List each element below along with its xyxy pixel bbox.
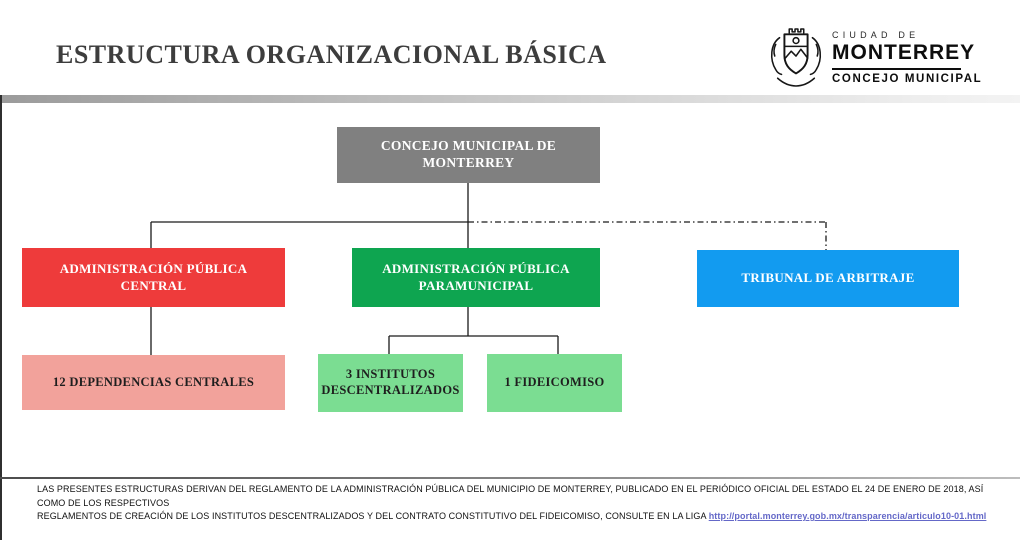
org-node-label: TRIBUNAL DE ARBITRAJE: [741, 270, 915, 286]
logo-divider-line: [832, 68, 961, 70]
org-node-institutos-descentralizados: 3 INSTITUTOS DESCENTRALIZADOS: [318, 354, 463, 412]
org-node-fideicomiso: 1 FIDEICOMISO: [487, 354, 622, 412]
org-node-label: 1 FIDEICOMISO: [504, 375, 605, 390]
org-node-label: 3 INSTITUTOS DESCENTRALIZADOS: [321, 367, 460, 397]
left-border-line: [0, 95, 2, 540]
org-node-administracion-publica-central: ADMINISTRACIÓN PÚBLICA CENTRAL: [22, 248, 285, 307]
footer-divider-line: [0, 477, 1020, 479]
header-divider-bar: [0, 95, 1020, 103]
logo-city-name: MONTERREY: [832, 41, 976, 64]
org-node-label: ADMINISTRACIÓN PÚBLICA CENTRAL: [59, 261, 248, 293]
footer-line-1: LAS PRESENTES ESTRUCTURAS DERIVAN DEL RE…: [37, 484, 984, 508]
logo-city-label: CIUDAD DE: [832, 30, 920, 40]
logo-text: CIUDAD DE MONTERREY CONCEJO MUNICIPAL: [832, 22, 982, 85]
org-node-label: ADMINISTRACIÓN PÚBLICA PARAMUNICIPAL: [382, 261, 570, 293]
logo-org-label: CONCEJO MUNICIPAL: [832, 73, 983, 85]
org-node-label: 12 DEPENDENCIAS CENTRALES: [52, 374, 255, 389]
org-node-concejo-municipal: CONCEJO MUNICIPAL DE MONTERREY: [337, 127, 600, 183]
transparency-link[interactable]: http://portal.monterrey.gob.mx/transpare…: [708, 511, 987, 521]
coat-of-arms-icon: [770, 28, 822, 87]
monterrey-logo: CIUDAD DE MONTERREY CONCEJO MUNICIPAL: [768, 22, 998, 92]
footer-line-2: REGLAMENTOS DE CREACIÓN DE LOS INSTITUTO…: [37, 510, 997, 524]
org-node-dependencias-centrales: 12 DEPENDENCIAS CENTRALES: [22, 355, 285, 410]
footer-note: LAS PRESENTES ESTRUCTURAS DERIVAN DEL RE…: [37, 483, 997, 524]
org-node-administracion-publica-paramunicipal: ADMINISTRACIÓN PÚBLICA PARAMUNICIPAL: [352, 248, 600, 307]
org-node-tribunal-de-arbitraje: TRIBUNAL DE ARBITRAJE: [697, 250, 959, 307]
footer-line-2-text: REGLAMENTOS DE CREACIÓN DE LOS INSTITUTO…: [37, 511, 707, 521]
org-node-label: CONCEJO MUNICIPAL DE MONTERREY: [380, 138, 557, 170]
page-title: ESTRUCTURA ORGANIZACIONAL BÁSICA: [56, 40, 607, 69]
